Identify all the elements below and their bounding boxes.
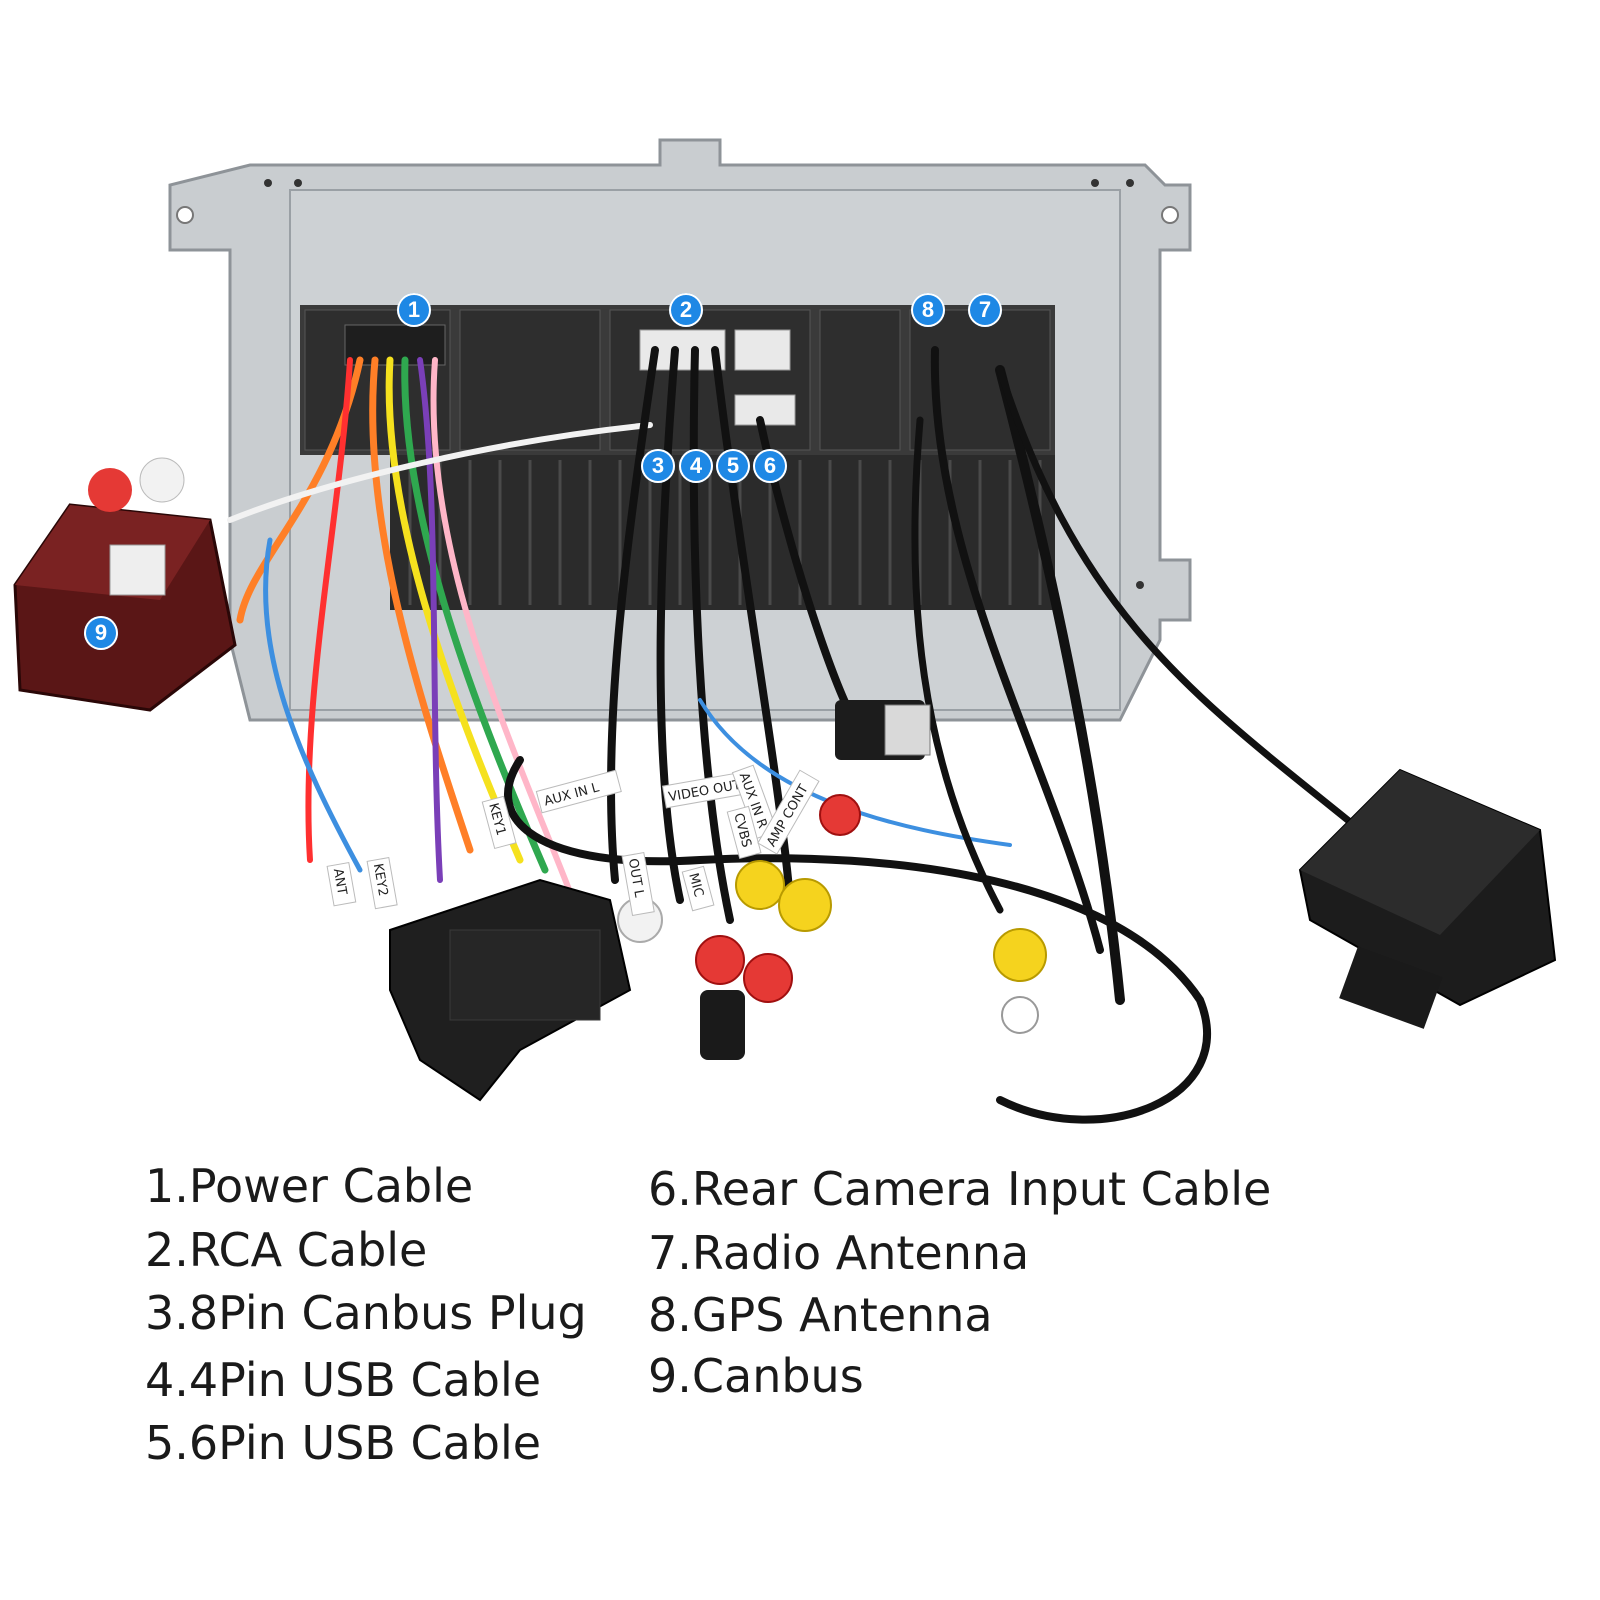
legend-item-7: 7.Radio Antenna	[648, 1226, 1030, 1280]
tag-out: OUT L	[625, 857, 647, 899]
legend-item-9: 9.Canbus	[648, 1349, 864, 1403]
head-unit-illustration: AUX IN L VIDEO OUT AUX IN R CVBS AMP CON…	[13, 138, 1557, 1124]
legend-item-2: 2.RCA Cable	[145, 1223, 428, 1277]
callout-9-badge: 9	[84, 616, 118, 650]
tag-key2: KEY2	[370, 862, 390, 897]
tag-ant: ANT	[330, 867, 349, 896]
legend-item-8: 8.GPS Antenna	[648, 1288, 993, 1342]
callout-5-badge: 5	[716, 449, 750, 483]
connector-panel	[300, 305, 1055, 455]
gps-antenna-puck	[1298, 768, 1557, 1029]
rca-plugs	[617, 794, 1047, 1060]
callout-3-badge: 3	[641, 449, 675, 483]
callout-6-badge: 6	[753, 449, 787, 483]
tag-mic: MIC	[685, 872, 706, 899]
callout-7-badge: 7	[968, 293, 1002, 327]
canbus-box	[13, 457, 237, 712]
legend-item-5: 5.6Pin USB Cable	[145, 1416, 542, 1470]
power-connector-block	[389, 878, 632, 1102]
usb-plug	[835, 700, 931, 760]
callout-1-badge: 1	[397, 293, 431, 327]
callout-8-badge: 8	[911, 293, 945, 327]
legend-item-1: 1.Power Cable	[145, 1159, 474, 1213]
callout-2-badge: 2	[669, 293, 703, 327]
legend-item-6: 6.Rear Camera Input Cable	[648, 1162, 1272, 1216]
callout-4-badge: 4	[679, 449, 713, 483]
legend-item-3: 3.8Pin Canbus Plug	[145, 1286, 587, 1340]
wiring-harness	[227, 346, 1364, 1124]
legend-item-4: 4.4Pin USB Cable	[145, 1353, 542, 1407]
